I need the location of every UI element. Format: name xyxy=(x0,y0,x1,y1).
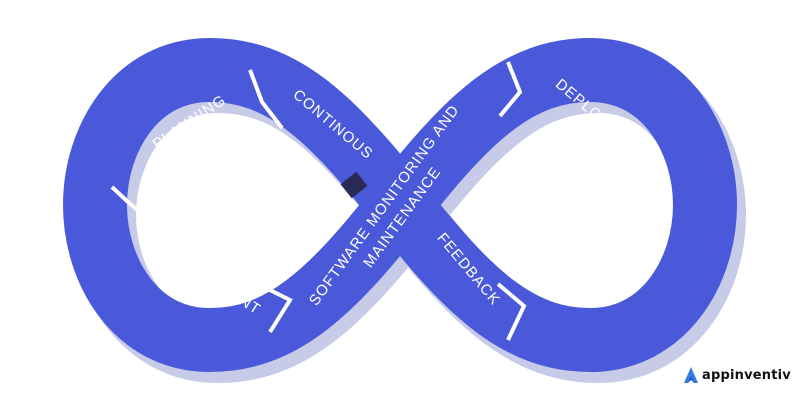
segment-dividers xyxy=(110,61,672,341)
divider-development-monitoring xyxy=(261,284,293,334)
right-lobe-band xyxy=(374,38,737,372)
divider-planning-continous xyxy=(248,69,284,130)
brand-name: appinventiv xyxy=(702,367,791,383)
divider-planning-development xyxy=(110,185,149,220)
divider-monitoring-deployment xyxy=(498,61,523,118)
divider-delivery-feedback xyxy=(496,282,527,341)
brand-logo: appinventiv xyxy=(683,366,791,384)
appinventiv-logo-icon xyxy=(684,367,698,383)
crossing-notch xyxy=(340,171,368,199)
divider-deployment-delivery xyxy=(629,184,672,207)
